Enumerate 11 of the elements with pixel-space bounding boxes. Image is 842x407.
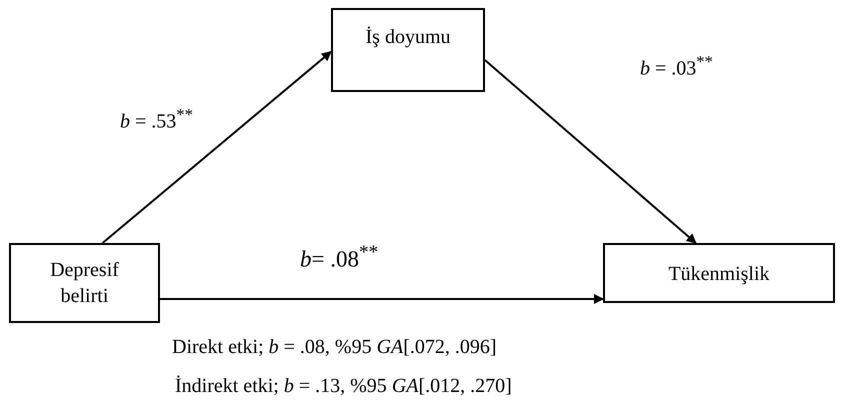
- arrow: [484, 59, 697, 244]
- edge-label: b = .53$^{**}$: [120, 105, 193, 134]
- result-note: İndirekt etki; b = .13, %95 GA[.012, .270]: [175, 375, 512, 398]
- edge-label: b= .08$^{**}$: [300, 242, 378, 273]
- arrow: [160, 294, 604, 304]
- result-note: Direkt etki; b = .08, %95 GA[.072, .096]: [172, 336, 497, 359]
- variable-box: Tükenmişlik: [603, 243, 835, 303]
- variable-box: İş doyumu: [331, 8, 485, 92]
- variable-box: Depresif belirti: [9, 243, 160, 323]
- arrow: [102, 50, 332, 244]
- edge-label: b = .03$^{**}$: [640, 52, 713, 81]
